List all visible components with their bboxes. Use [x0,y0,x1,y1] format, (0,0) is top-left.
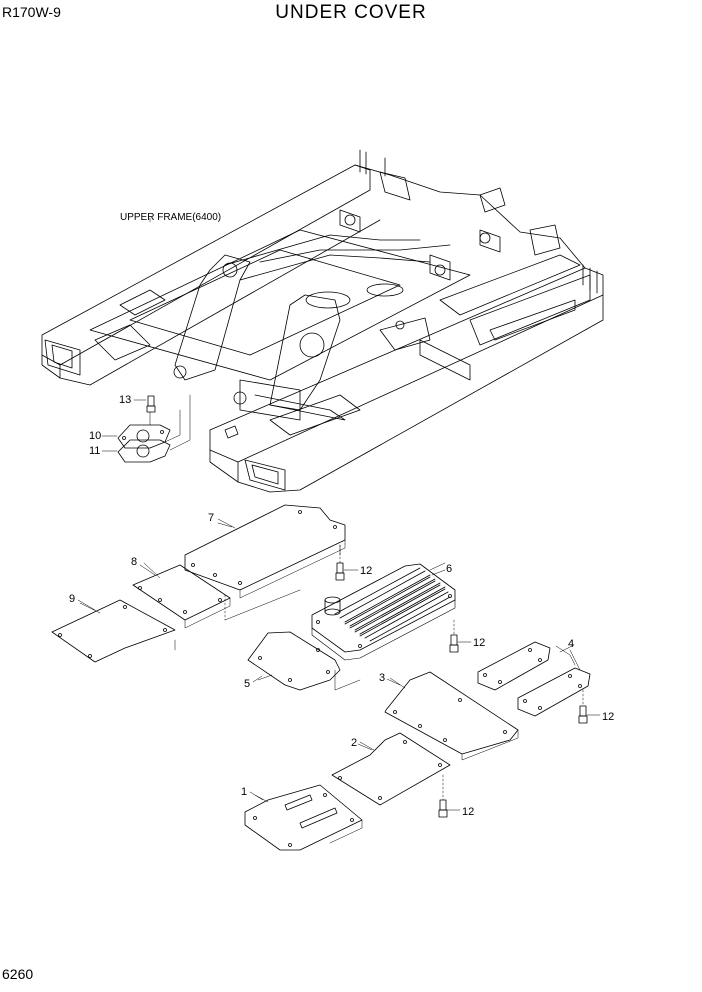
bolt-12-c [578,689,601,724]
cover-5 [247,631,361,691]
cover-6 [311,562,456,661]
upper-frame [41,149,604,493]
callout-9: 9 [69,593,76,605]
bolt-12-a [335,562,359,581]
callout-11: 11 [89,445,101,457]
callout-10: 10 [89,430,102,442]
bolt-12-d [438,774,461,818]
page-number: 6260 [2,966,34,982]
cover-7 [184,504,346,599]
callout-13: 13 [119,394,132,406]
cover-3 [384,671,519,761]
callout-12-c: 12 [602,711,615,723]
callout-8: 8 [131,556,138,568]
callout-12-b: 12 [473,637,486,649]
upper-frame-label: UPPER FRAME(6400) [120,212,222,223]
callout-5: 5 [244,678,251,690]
callout-4: 4 [568,638,575,650]
callout-3: 3 [379,672,386,684]
page-title: UNDER COVER [275,2,427,23]
cover-4 [477,641,591,717]
callout-7: 7 [208,512,215,524]
model-code: R170W-9 [2,4,61,20]
callout-1: 1 [241,786,248,798]
bracket-parts-10-11-13 [101,394,191,463]
callout-6: 6 [446,563,453,575]
callout-2: 2 [351,737,358,749]
callout-12-d: 12 [462,806,475,818]
cover-1 [244,784,363,851]
cover-9 [51,599,176,663]
callout-12-a: 12 [360,565,373,577]
cover-2 [331,732,451,806]
cover-8 [132,562,231,629]
bolt-12-b [449,619,472,653]
